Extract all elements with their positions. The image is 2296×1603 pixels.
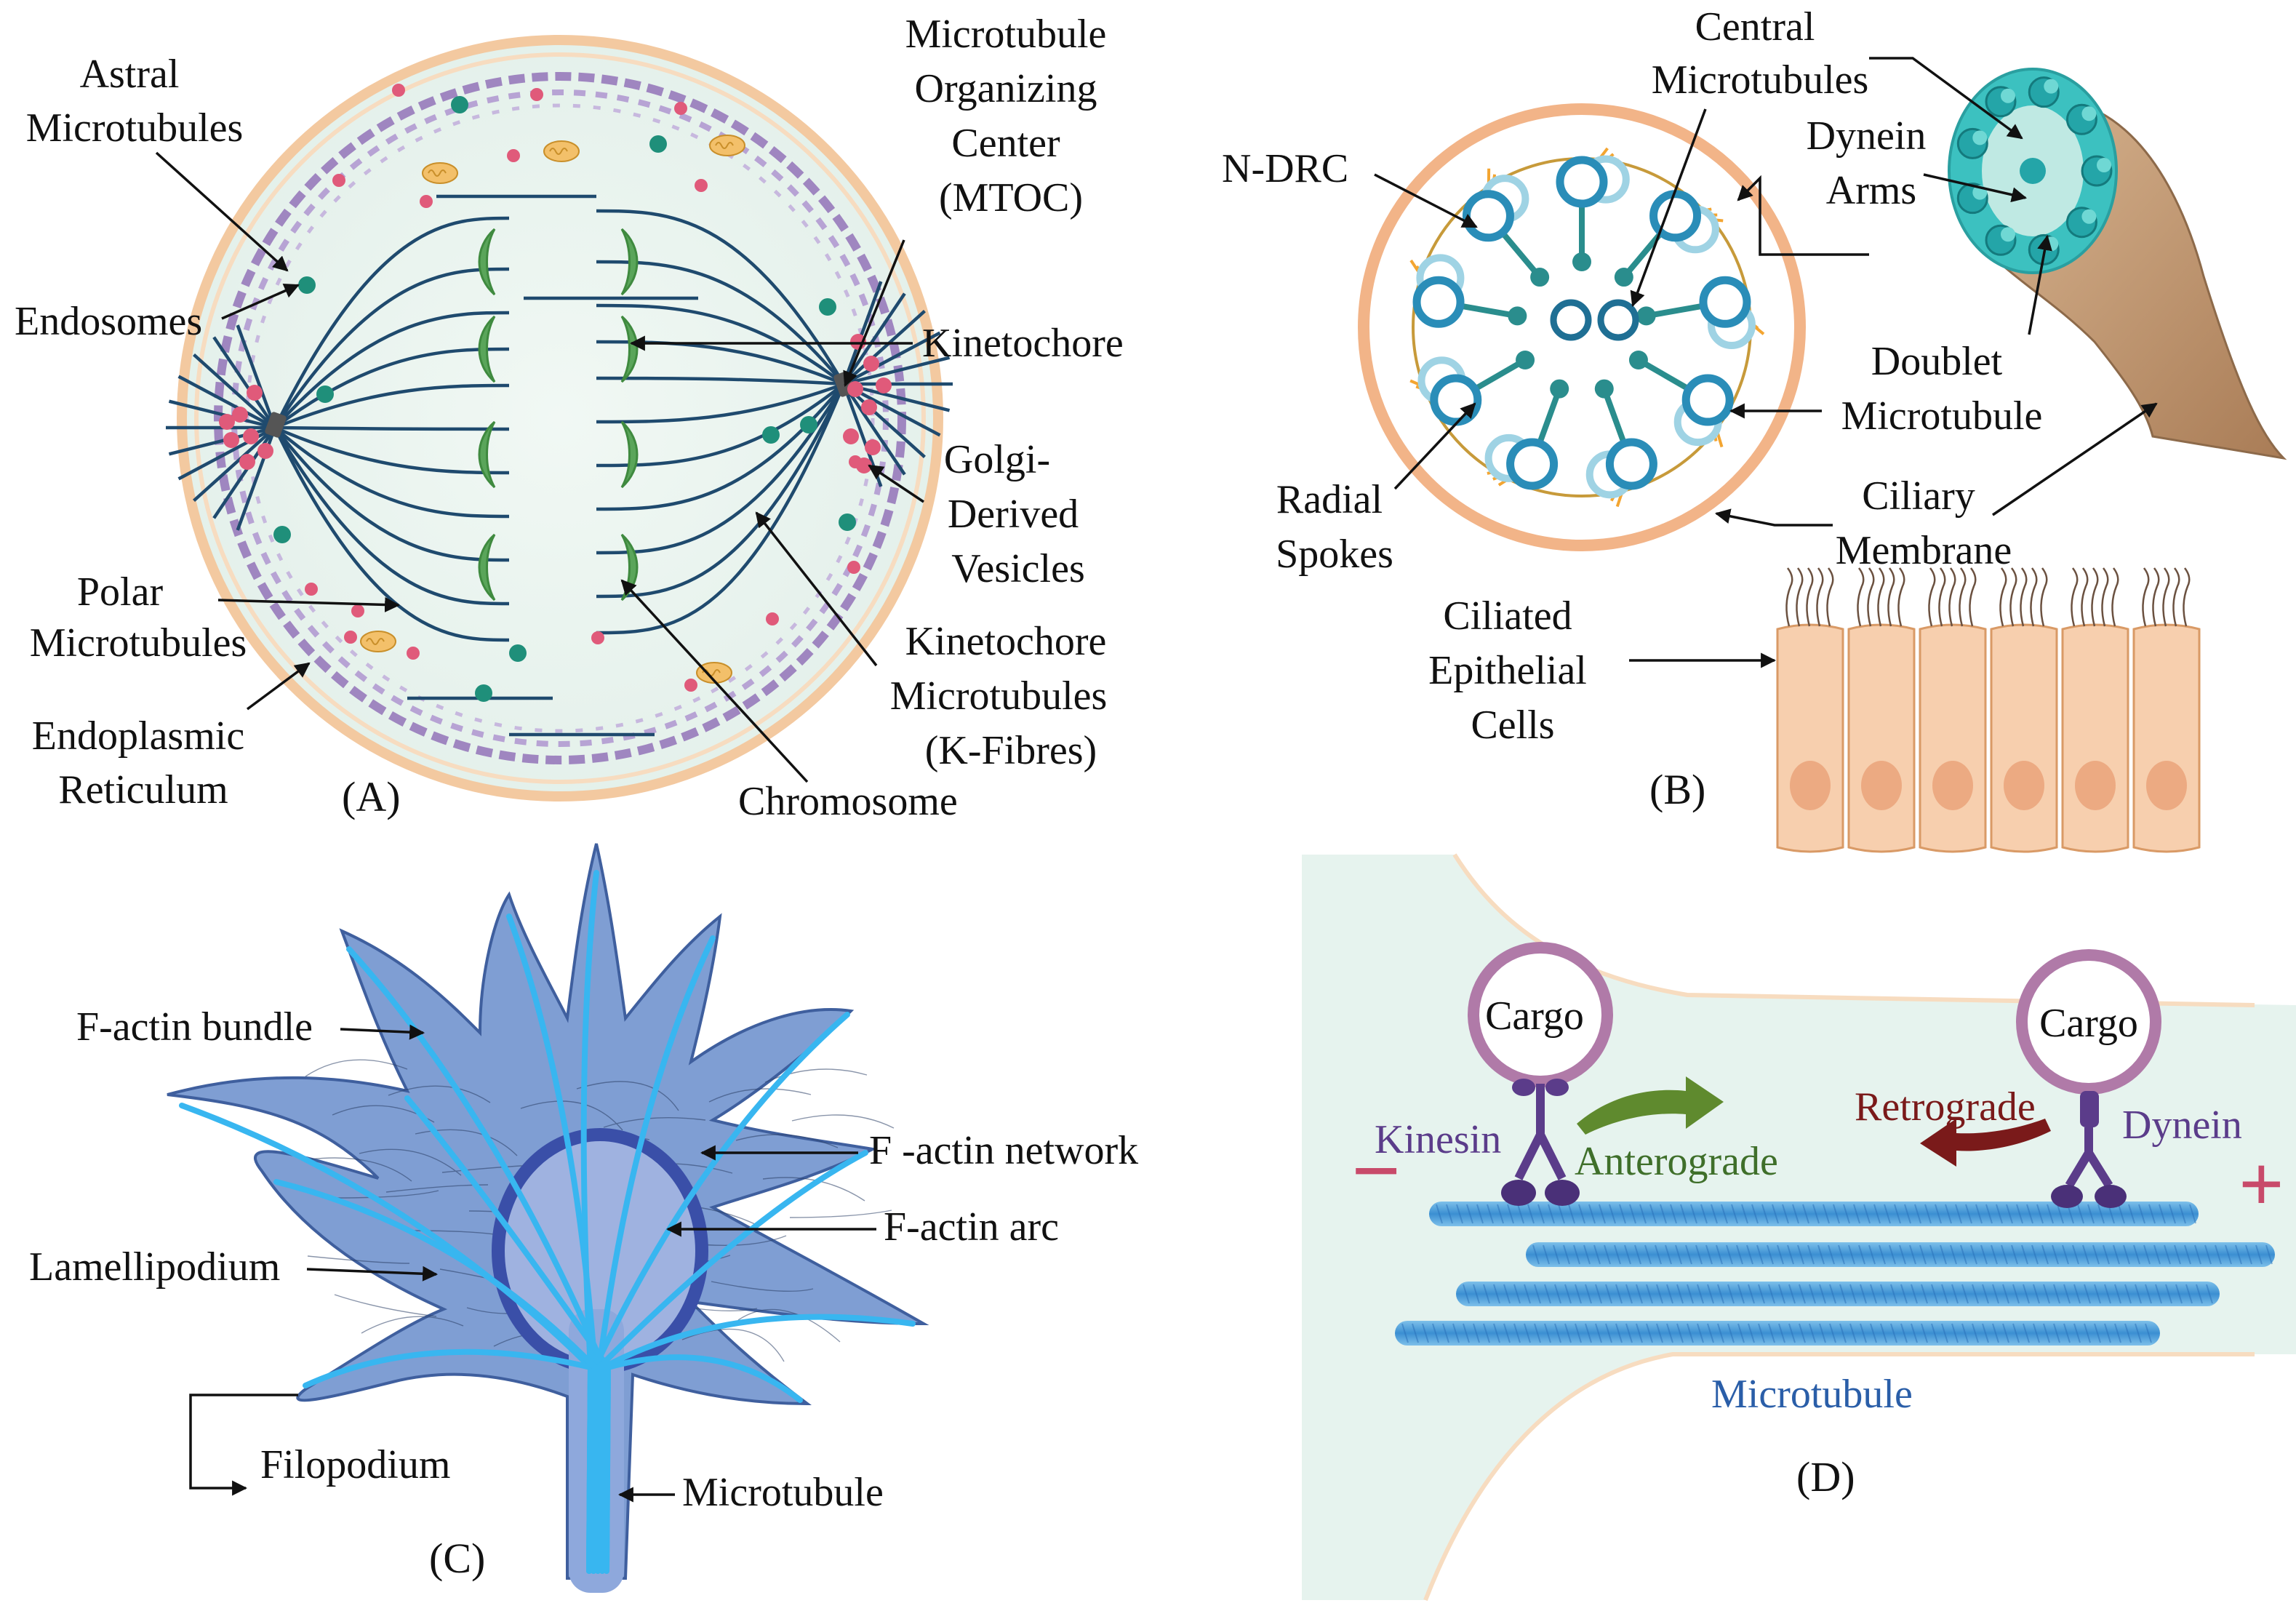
panel-b: N-DRC Central Microtubules Dynein Arms D…: [1222, 4, 2287, 853]
f-actin-bundles: [179, 870, 916, 1574]
label-ndrc: N-DRC: [1222, 146, 1348, 191]
label-kinetochore: Kinetochore: [922, 321, 1124, 366]
label-central: Central Microtubules: [1652, 4, 1869, 103]
panel-d-tag: (D): [1796, 1453, 1855, 1500]
panel-c: F-actin bundle F -actin network F-actin …: [29, 843, 1138, 1593]
endoplasmic-reticulum: [214, 72, 906, 764]
cargo-vesicle-right: [2016, 949, 2161, 1095]
label-astral: Astral Microtubules: [26, 52, 244, 151]
label-golgi: Golgi- Derived Vesicles: [944, 437, 1089, 591]
label-mtoc: Microtubule Organizing Center (MTOC): [905, 12, 1117, 220]
label-dynein-arms: Dynein Arms: [1807, 113, 1937, 213]
label-er: Endoplasmic Reticulum: [32, 713, 255, 812]
label-doublet: Doublet Microtubule: [1841, 339, 2043, 439]
panel-c-tag: (C): [429, 1535, 485, 1582]
kinesin-motor: [1468, 942, 1613, 1206]
label-anterograde: Anterograde: [1575, 1139, 1778, 1184]
anterograde-arrow: [1577, 1076, 1724, 1135]
label-polar: Polar Microtubules: [30, 569, 247, 665]
panel-b-tag: (B): [1649, 766, 1705, 813]
label-endosomes: Endosomes: [15, 299, 202, 344]
spindle-fibres: [166, 194, 953, 737]
label-radial: Radial Spokes: [1276, 477, 1393, 577]
label-kfibres: Kinetochore Microtubules (K-Fibres): [890, 619, 1118, 773]
panel-a-tag: (A): [342, 773, 401, 820]
panel-d: Cargo Cargo Kinesin Anterograde Retrogra…: [1302, 853, 2296, 1602]
panel-a: Astral Microtubules Endosomes Polar Micr…: [15, 12, 1124, 824]
label-cargo-right: Cargo: [2039, 1001, 2138, 1046]
label-microtubule-c: Microtubule: [682, 1470, 884, 1515]
label-ciliated: Ciliated Epithelial Cells: [1428, 593, 1597, 748]
dynein-motor: [2016, 949, 2161, 1208]
label-kinesin: Kinesin: [1375, 1117, 1501, 1162]
plus-sign: +: [2239, 1140, 2284, 1228]
cilium-3d: [1948, 68, 2287, 460]
central-microtubules: [1550, 299, 1639, 341]
label-f-actin-network: F -actin network: [869, 1128, 1138, 1173]
chromosomes: [478, 228, 639, 601]
label-lamellipodium: Lamellipodium: [29, 1244, 280, 1290]
label-ciliary: Ciliary Membrane: [1836, 473, 2012, 573]
label-microtubule-d: Microtubule: [1711, 1372, 1913, 1417]
label-chromosome: Chromosome: [738, 779, 958, 824]
minus-sign: −: [1351, 1122, 1401, 1219]
cargo-vesicle-left: [1468, 942, 1613, 1087]
label-cargo-left: Cargo: [1485, 994, 1584, 1039]
cell-membrane: [177, 35, 943, 802]
mtoc-left: [265, 412, 287, 438]
label-dynein: Dynein: [2122, 1103, 2242, 1148]
label-f-actin-arc: F-actin arc: [884, 1204, 1059, 1250]
label-f-actin-bundle: F-actin bundle: [76, 1004, 313, 1050]
ciliated-epithelial-cells: [1776, 567, 2201, 853]
retrograde-arrow: [1920, 1119, 2051, 1167]
organelles: [273, 84, 862, 702]
microtubules: [1395, 1202, 2275, 1346]
label-retrograde: Retrograde: [1855, 1084, 2036, 1130]
label-filopodium: Filopodium: [260, 1442, 450, 1487]
